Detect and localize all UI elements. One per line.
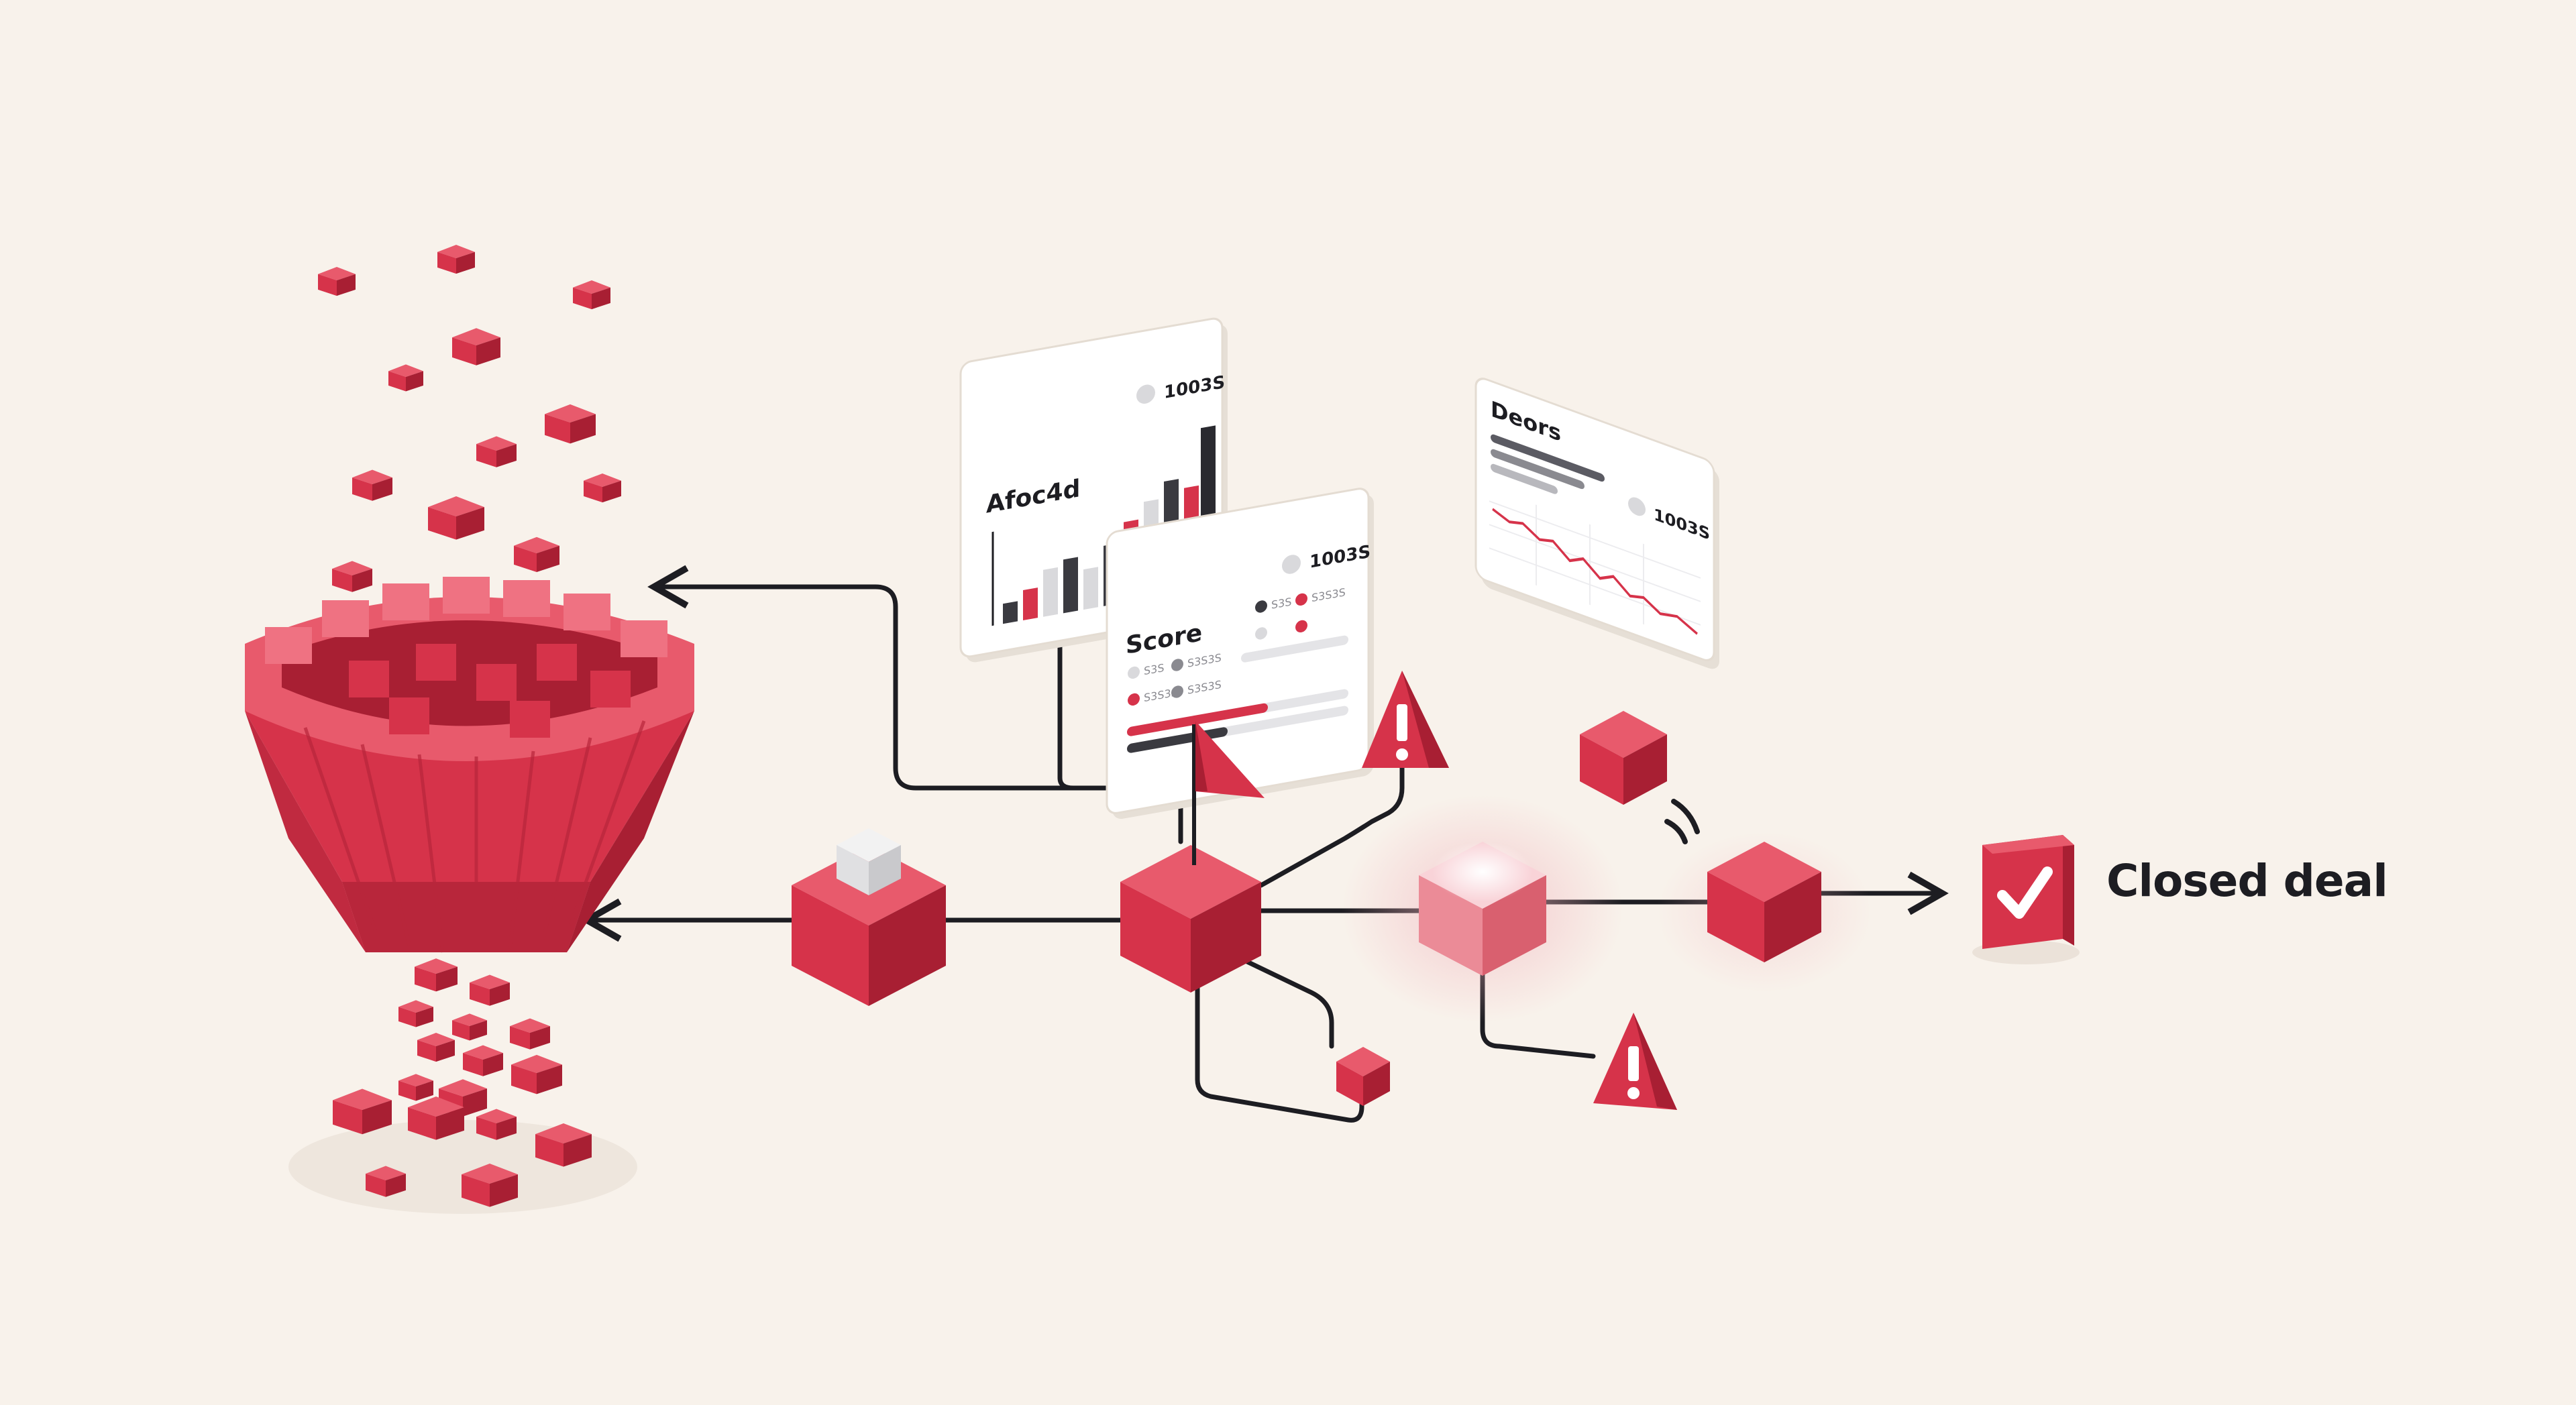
score-card: Score 1003S S3S S3S3S S3S S3S3S S3S3S S3… [1106, 488, 1374, 820]
cube-icon [388, 364, 423, 392]
cube-icon [398, 1074, 433, 1101]
cube-icon [1336, 1047, 1390, 1106]
score-bars [1127, 635, 1348, 753]
cube-icon [417, 1032, 455, 1062]
signal-arc-2 [1664, 819, 1688, 844]
cube-icon [511, 1054, 562, 1094]
glowing-cube [1342, 795, 1623, 1023]
cube-icon [452, 1013, 487, 1041]
hub-cube [1120, 845, 1261, 993]
cube-icon [1657, 832, 1872, 993]
link-glow-warning [1480, 963, 1596, 1059]
warning-icon [1593, 1013, 1677, 1110]
cube-icon [792, 828, 946, 1006]
cube-icon [470, 974, 510, 1006]
status-dot-icon [1282, 555, 1301, 574]
checkmark-icon [1972, 835, 2080, 964]
card-stem [1057, 561, 1110, 791]
cube-icon [1580, 711, 1667, 805]
cube-icon [398, 1000, 433, 1027]
cube-icon [452, 328, 500, 366]
cube-icon [476, 1109, 517, 1140]
trend-line [1492, 508, 1698, 635]
cube-icon [510, 1018, 550, 1050]
funnel-icon [245, 577, 694, 1214]
cube-icon [514, 537, 559, 573]
cube-icon [462, 1163, 518, 1207]
status-dot-icon [1628, 497, 1646, 516]
closed-deal-label: Closed deal [2106, 855, 2388, 907]
cube-icon [437, 244, 475, 274]
cube-icon [332, 561, 372, 592]
cube-icon [476, 436, 517, 467]
cube-icon [318, 266, 356, 296]
cube-icon [545, 404, 596, 444]
scattered-cubes [318, 244, 621, 1207]
cube-icon [535, 1123, 592, 1167]
link-hub-warning-top [1258, 762, 1405, 888]
trend-card: Deors 1003S [1474, 378, 1719, 669]
cube-icon [408, 1096, 464, 1140]
cube-icon [352, 469, 392, 501]
status-dot-icon [1136, 384, 1155, 404]
cube-icon [463, 1045, 503, 1076]
cube-icon [573, 280, 610, 310]
flag-icon [1192, 721, 1265, 865]
signal-arc-1 [1671, 799, 1700, 834]
cube-icon [333, 1088, 392, 1135]
warning-icon [1362, 671, 1449, 768]
link-hub-small [1225, 950, 1334, 1049]
cube-icon [428, 496, 484, 540]
cube-icon [366, 1166, 406, 1197]
link-hub-loop [1195, 983, 1364, 1123]
cube-icon [584, 473, 621, 503]
cube-icon [415, 958, 458, 992]
